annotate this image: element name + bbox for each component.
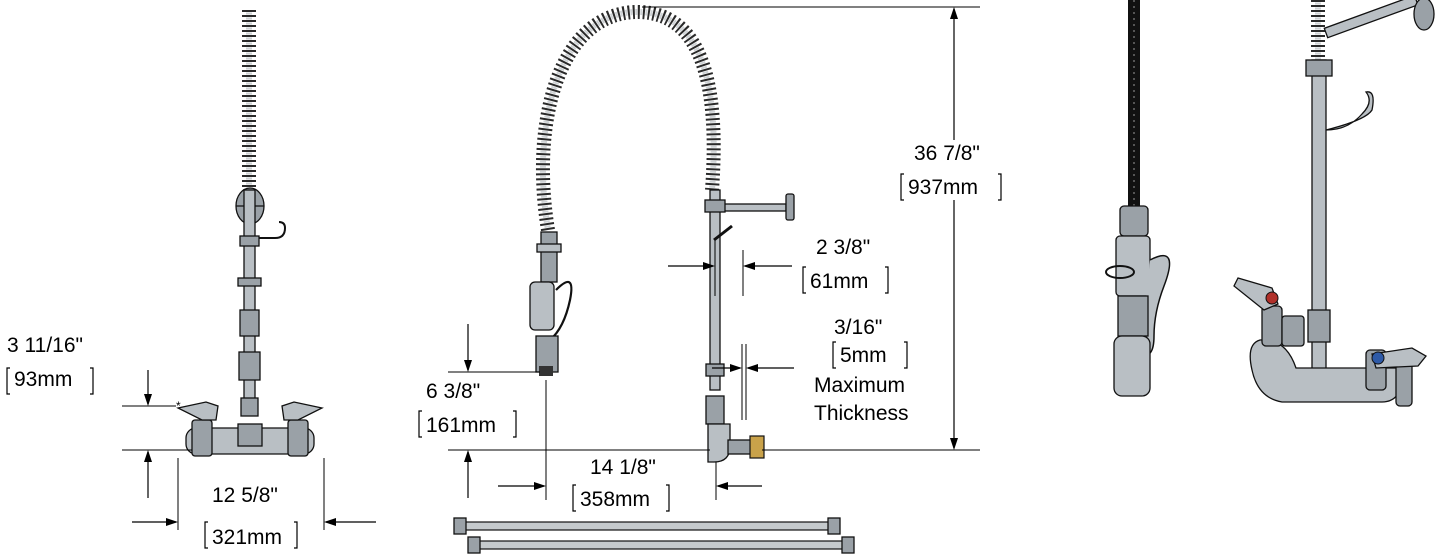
width-imperial: 12 5/8" bbox=[212, 484, 278, 507]
thickness-note-line1: Maximum bbox=[814, 374, 905, 397]
front-dimension-lines bbox=[122, 370, 376, 530]
thickness-imperial: 3/16" bbox=[834, 316, 882, 339]
side-view bbox=[529, 4, 795, 463]
bracket-right bbox=[885, 266, 889, 294]
width-metric: 321mm bbox=[212, 526, 282, 549]
bracket-left bbox=[418, 410, 422, 438]
reach-metric: 358mm bbox=[580, 488, 650, 511]
bracket-right bbox=[513, 410, 517, 438]
overall-height-imperial: 36 7/8" bbox=[914, 142, 980, 165]
svg-text:*: * bbox=[176, 399, 181, 413]
bracket-right bbox=[998, 173, 1002, 201]
reach-imperial: 14 1/8" bbox=[590, 456, 656, 479]
handle-height-imperial: 3 11/16" bbox=[7, 334, 83, 357]
bracket-right bbox=[90, 367, 94, 395]
overall-height-metric: 937mm bbox=[908, 176, 978, 199]
bracket-left bbox=[802, 266, 806, 294]
faucet-body-detail bbox=[1233, 0, 1435, 407]
bracket-right bbox=[666, 484, 670, 512]
thickness-note-line2: Thickness bbox=[814, 402, 909, 425]
handle-height-metric: 93mm bbox=[14, 368, 72, 391]
spray-valve-detail bbox=[1105, 0, 1171, 397]
bracket-left bbox=[572, 484, 576, 512]
bracket-left bbox=[6, 367, 10, 395]
bracket-left bbox=[204, 521, 208, 549]
bracket-left bbox=[832, 341, 836, 369]
spout-height-metric: 161mm bbox=[426, 414, 496, 437]
riser-offset-imperial: 2 3/8" bbox=[816, 236, 870, 259]
bracket-right bbox=[294, 521, 298, 549]
riser-offset-metric: 61mm bbox=[810, 270, 868, 293]
spout-height-imperial: 6 3/8" bbox=[426, 380, 480, 403]
thickness-metric: 5mm bbox=[840, 344, 887, 367]
side-dimension-lines bbox=[448, 6, 980, 500]
supply-hoses bbox=[453, 517, 855, 554]
front-view: * bbox=[176, 10, 324, 457]
bracket-left bbox=[900, 173, 904, 201]
bracket-right bbox=[904, 341, 908, 369]
